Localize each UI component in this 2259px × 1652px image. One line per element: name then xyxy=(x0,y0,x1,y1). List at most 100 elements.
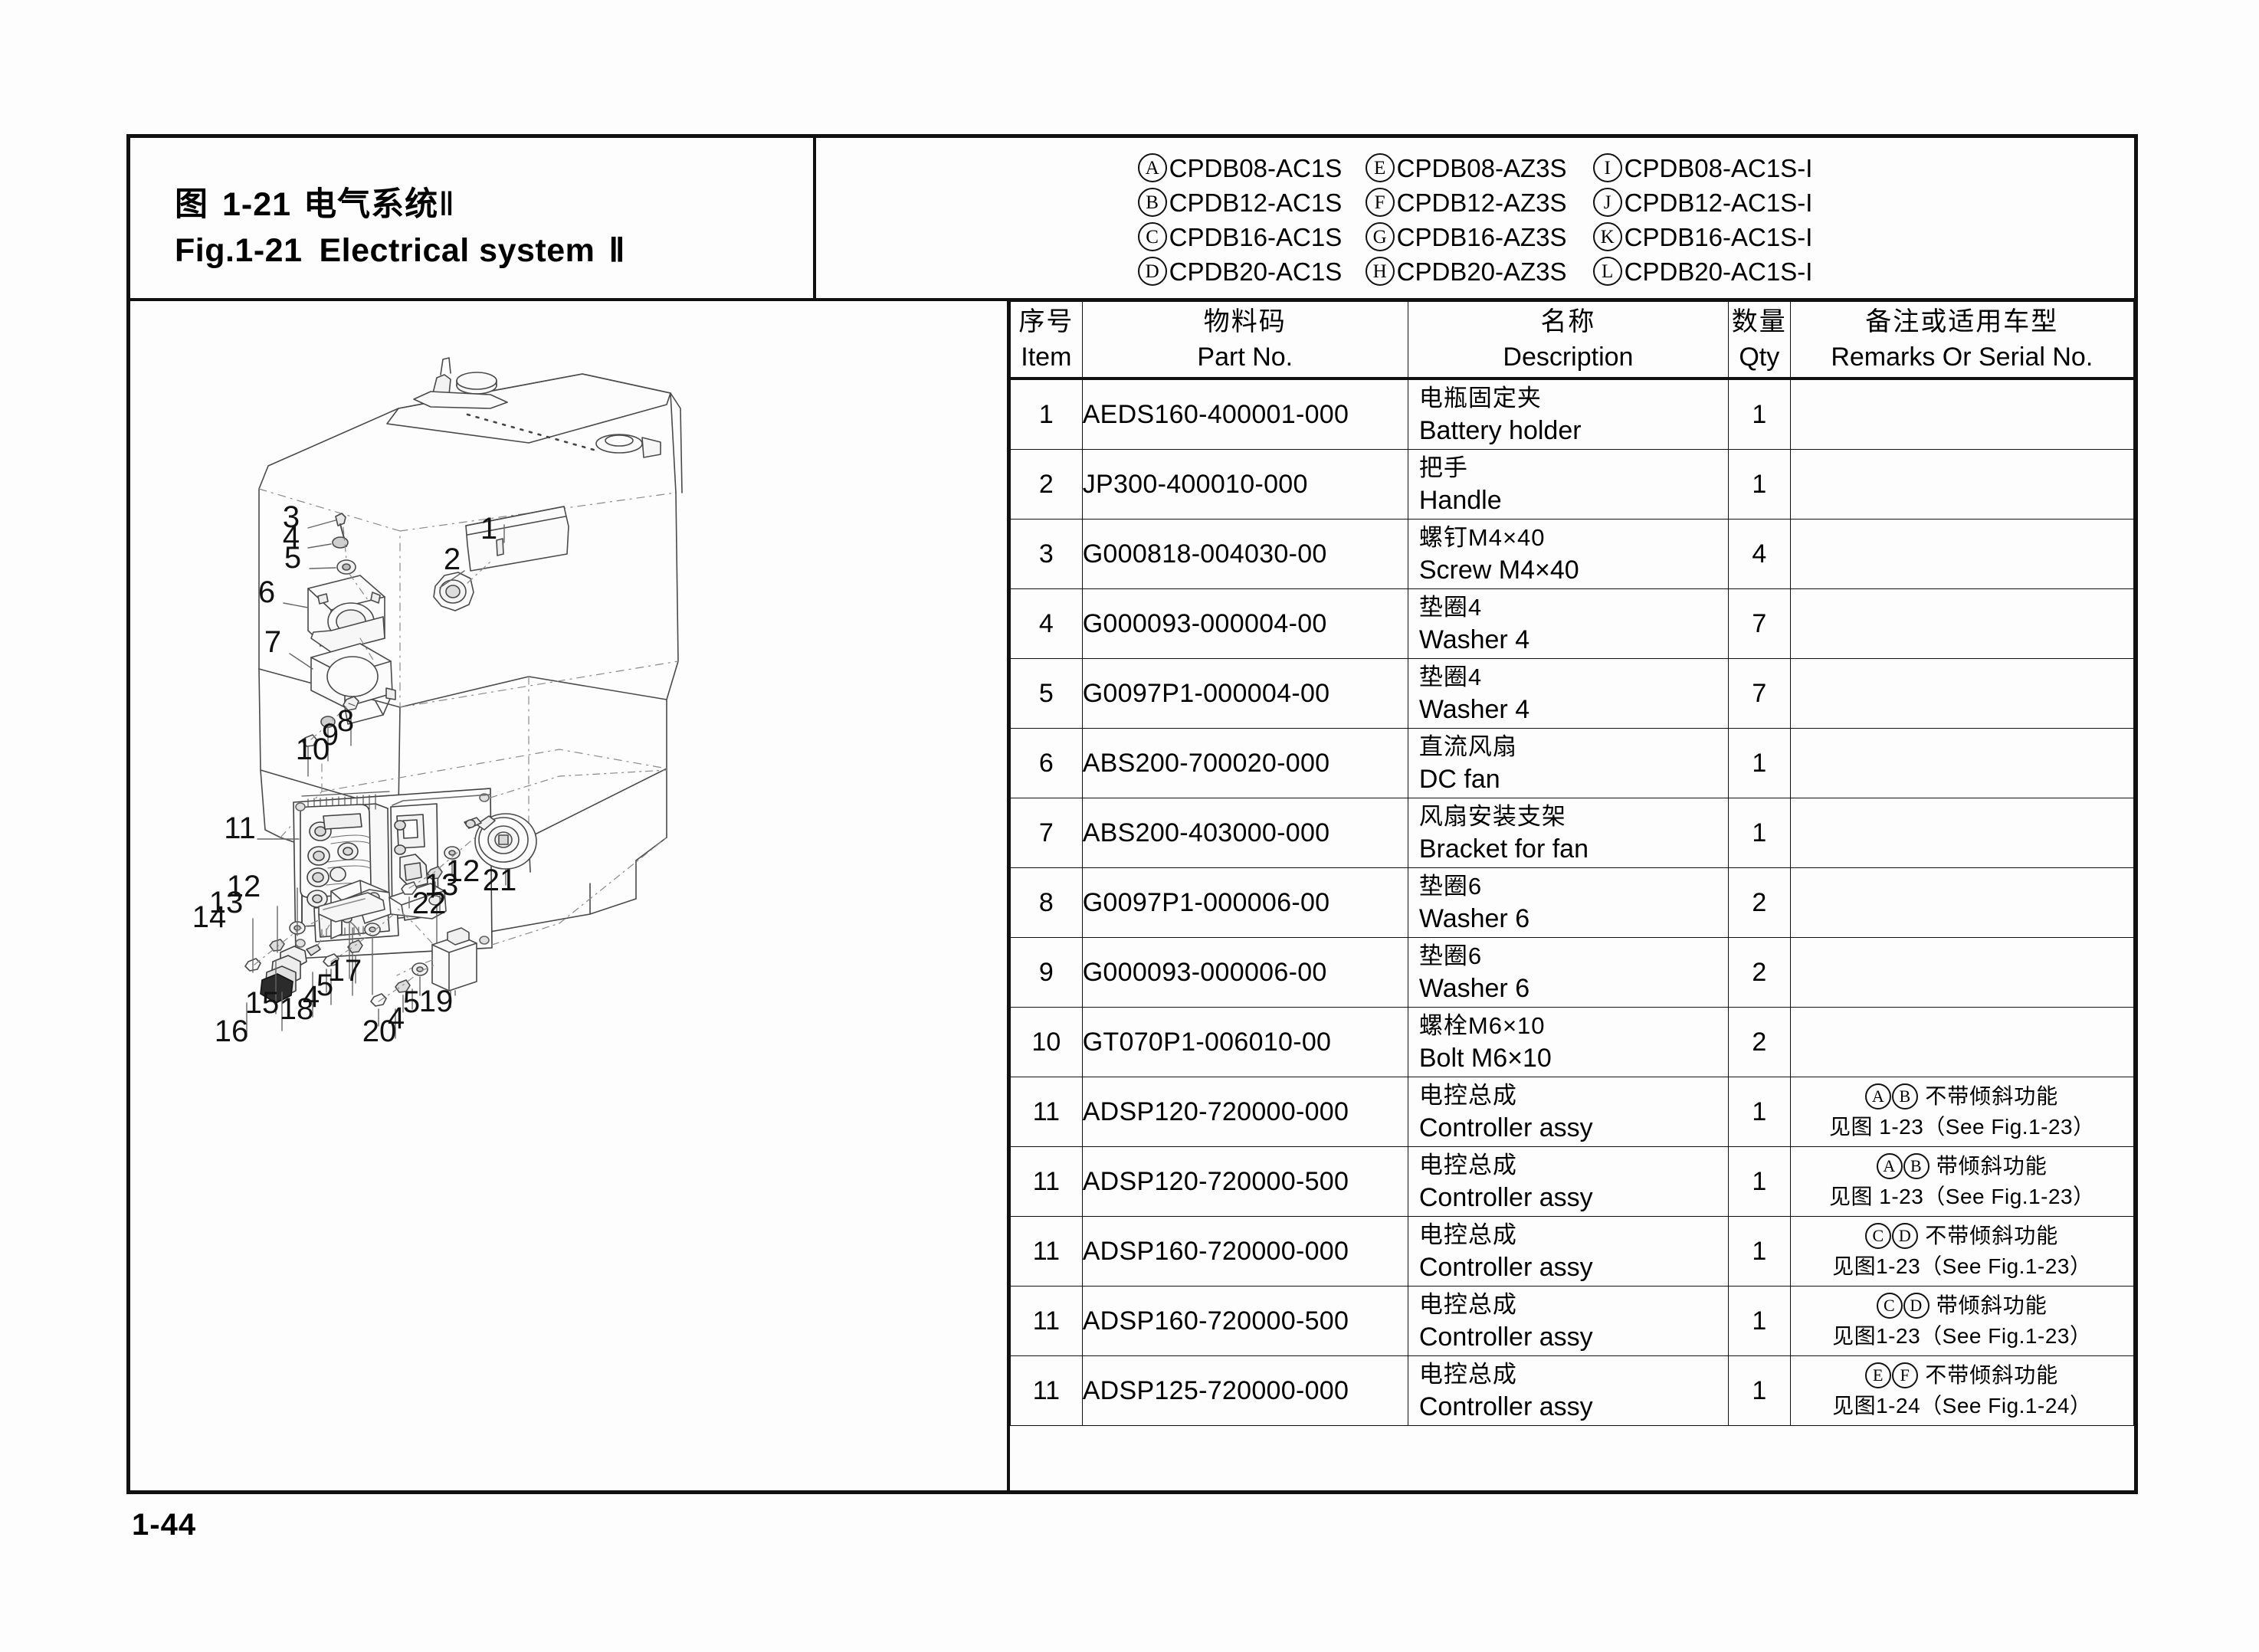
model-code-text: CPDB12-AC1S xyxy=(1169,188,1343,217)
diagram-callout-number: 12 xyxy=(227,870,261,903)
col-header-item: 序号 Item xyxy=(1010,301,1083,380)
figure-title-text-en: Electrical system xyxy=(319,232,595,269)
cell-item: 4 xyxy=(1010,588,1083,659)
remark-tag-circle: D xyxy=(1903,1293,1929,1319)
model-code-text: CPDB20-AC1S-I xyxy=(1624,257,1813,286)
remark-line-2: 见图1-23（See Fig.1-23） xyxy=(1832,1324,2092,1348)
remark-text-cn: 带倾斜功能 xyxy=(1936,1154,2048,1178)
description-en: Battery holder xyxy=(1418,416,1582,445)
cell-part-no: ADSP125-720000-000 xyxy=(1081,1355,1408,1426)
cell-part-no: ADSP160-720000-000 xyxy=(1081,1216,1408,1287)
cell-remarks xyxy=(1789,588,2134,659)
top-right-fittings xyxy=(595,434,661,458)
diagram-callout-number: 11 xyxy=(224,811,256,845)
cell-qty: 1 xyxy=(1728,1286,1791,1356)
model-code-text: CPDB16-AC1S-I xyxy=(1624,222,1813,251)
cell-qty: 2 xyxy=(1728,937,1791,1008)
description-cn: 风扇安装支架 xyxy=(1418,803,1566,830)
cell-part-no: ABS200-403000-000 xyxy=(1081,798,1408,868)
cell-remarks xyxy=(1789,449,2134,520)
remark-text-cn: 不带倾斜功能 xyxy=(1925,1084,2059,1108)
cell-item: 11 xyxy=(1010,1077,1083,1147)
description-en: Washer 4 xyxy=(1418,625,1530,654)
diagram-callout-number: 17 xyxy=(328,954,362,988)
figure-roman-cn: Ⅱ xyxy=(438,187,456,223)
cell-item: 5 xyxy=(1010,658,1083,729)
cell-description: 把手 Handle xyxy=(1407,449,1729,520)
col-header-item-en: Item xyxy=(1021,343,1072,372)
description-cn: 垫圈4 xyxy=(1418,594,1483,621)
cell-qty: 1 xyxy=(1728,1146,1791,1217)
col-header-qty-cn: 数量 xyxy=(1731,307,1787,336)
model-code-text: CPDB16-AZ3S xyxy=(1396,222,1567,251)
description-cn: 电控总成 xyxy=(1418,1361,1517,1388)
diagram-callout-number: 18 xyxy=(280,992,314,1026)
cell-qty: 1 xyxy=(1728,1216,1791,1287)
col-header-item-cn: 序号 xyxy=(1018,307,1074,336)
diagram-callout-number: 4 xyxy=(283,520,300,554)
cell-item: 3 xyxy=(1010,519,1083,589)
part-17-clamp xyxy=(318,883,447,923)
diagram-callout-number: 3 xyxy=(283,500,300,534)
cell-item: 11 xyxy=(1010,1355,1083,1426)
remark-line-2: 见图1-23（See Fig.1-23） xyxy=(1832,1254,2092,1278)
cell-qty: 1 xyxy=(1728,378,1791,450)
cell-part-no: G0097P1-000004-00 xyxy=(1081,658,1408,729)
remark-tag-circle: C xyxy=(1865,1223,1892,1249)
cell-part-no: G000818-004030-00 xyxy=(1081,519,1408,589)
cell-remarks xyxy=(1789,658,2134,729)
model-code-text: CPDB08-AC1S xyxy=(1169,153,1343,182)
part-21-horn xyxy=(464,813,537,870)
cell-qty: 2 xyxy=(1728,1007,1791,1077)
diagram-callout-number: 21 xyxy=(483,864,517,897)
remark-line-2: 见图 1-23（See Fig.1-23） xyxy=(1828,1115,2095,1139)
model-tag-circle: C xyxy=(1137,222,1167,251)
remark-tag-circle: E xyxy=(1865,1362,1892,1388)
remark-line-2: 见图1-24（See Fig.1-24） xyxy=(1832,1394,2092,1418)
description-cn: 电控总成 xyxy=(1418,1291,1517,1318)
cell-item: 1 xyxy=(1010,378,1083,450)
model-tag-circle: B xyxy=(1137,188,1167,217)
col-header-description-en: Description xyxy=(1503,343,1634,372)
cell-part-no: GT070P1-006010-00 xyxy=(1081,1007,1408,1077)
cell-item: 8 xyxy=(1010,867,1083,938)
description-en: Handle xyxy=(1418,486,1502,515)
model-tag-circle: I xyxy=(1592,153,1622,182)
description-cn: 把手 xyxy=(1418,454,1468,481)
model-code-text: CPDB20-AZ3S xyxy=(1396,257,1567,286)
diagram-callout-number: 15 xyxy=(245,986,280,1020)
cell-part-no: G000093-000006-00 xyxy=(1081,937,1408,1008)
cell-qty: 2 xyxy=(1728,867,1791,938)
col-header-qty-en: Qty xyxy=(1739,343,1780,372)
remark-line-2: 见图 1-23（See Fig.1-23） xyxy=(1828,1185,2095,1208)
diagram-callout-number: 13 xyxy=(425,868,459,902)
figure-roman-en: Ⅱ xyxy=(608,233,626,269)
description-en: Washer 6 xyxy=(1418,974,1530,1003)
